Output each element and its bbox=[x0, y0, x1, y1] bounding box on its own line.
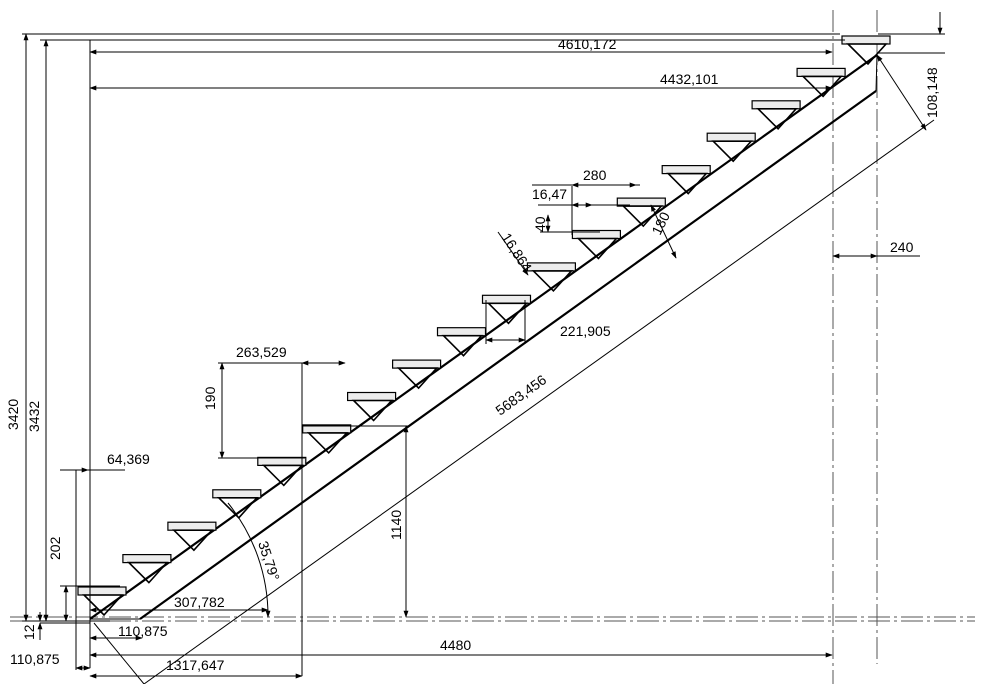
tread-7 bbox=[347, 391, 397, 402]
dim-total-rise-outer: 3420 bbox=[5, 399, 21, 430]
dim-mid-height: 1140 bbox=[388, 510, 404, 540]
tread-1 bbox=[77, 586, 127, 596]
bracket-1 bbox=[82, 594, 124, 617]
tread-2 bbox=[122, 553, 172, 564]
dim-beam-depth: 180 bbox=[648, 209, 673, 237]
tread-8 bbox=[392, 359, 442, 369]
dim-stringer-run: 4432,101 bbox=[660, 71, 719, 87]
bracket-11 bbox=[531, 270, 574, 293]
dim-step-run: 263,529 bbox=[236, 344, 287, 360]
stringer-beam bbox=[89, 54, 935, 684]
dimension-labels: 4610,172 4432,101 108,148 240 280 16,47 … bbox=[5, 36, 940, 673]
dim-beam-length: 5683,456 bbox=[492, 371, 549, 418]
bracket-4 bbox=[216, 497, 259, 519]
bracket-10 bbox=[486, 302, 529, 325]
extension-lines bbox=[22, 33, 945, 676]
bracket-18 bbox=[846, 43, 888, 66]
tread-14 bbox=[661, 165, 711, 175]
tread-4 bbox=[212, 489, 262, 499]
bracket-14 bbox=[666, 172, 708, 195]
dim-bottom-run: 1317,647 bbox=[166, 657, 225, 673]
tread-18 bbox=[841, 35, 891, 45]
dim-landing-offset: 240 bbox=[890, 239, 914, 255]
dim-first-offset: 64,369 bbox=[107, 451, 150, 467]
dim-tread-depth: 280 bbox=[583, 167, 607, 183]
bracket-7 bbox=[351, 399, 394, 422]
dim-step-projection: 221,905 bbox=[560, 323, 611, 339]
tread-5 bbox=[257, 456, 307, 466]
tread-10 bbox=[481, 294, 532, 304]
tread-17 bbox=[796, 67, 846, 78]
dim-total-rise-inner: 3432 bbox=[26, 401, 42, 432]
bracket-3 bbox=[171, 529, 214, 552]
bracket-15 bbox=[711, 140, 753, 163]
axis-lines bbox=[10, 10, 975, 684]
bracket-6 bbox=[306, 432, 349, 455]
dim-tread-thickness: 40 bbox=[532, 216, 548, 232]
dim-base-run: 307,782 bbox=[174, 594, 225, 610]
dim-base-offset-inner: 110,875 bbox=[118, 623, 168, 639]
dimension-lines bbox=[23, 12, 943, 679]
bracket-8 bbox=[396, 367, 439, 390]
tread-16 bbox=[751, 100, 801, 110]
tread-15 bbox=[706, 132, 756, 142]
tread-9 bbox=[436, 327, 487, 337]
bracket-9 bbox=[441, 334, 484, 357]
bracket-2 bbox=[126, 561, 169, 584]
bracket-5 bbox=[261, 464, 304, 487]
steps-group bbox=[77, 35, 891, 617]
dim-riser-height: 190 bbox=[202, 386, 218, 410]
bracket-16 bbox=[756, 108, 798, 130]
dim-base-height: 12 bbox=[21, 624, 37, 640]
dim-base-offset-outer: 110,875 bbox=[10, 651, 60, 667]
tread-3 bbox=[167, 521, 217, 531]
dim-axis-distance: 4480 bbox=[440, 637, 471, 653]
dim-bracket-gap: 16,47 bbox=[532, 186, 567, 202]
dim-total-length: 4610,172 bbox=[558, 36, 617, 52]
dim-diagonal-overhang: 108,148 bbox=[924, 67, 940, 118]
bracket-12 bbox=[576, 237, 619, 260]
dim-bracket-offset: 16,864 bbox=[498, 230, 535, 275]
dim-first-riser: 202 bbox=[47, 536, 63, 560]
